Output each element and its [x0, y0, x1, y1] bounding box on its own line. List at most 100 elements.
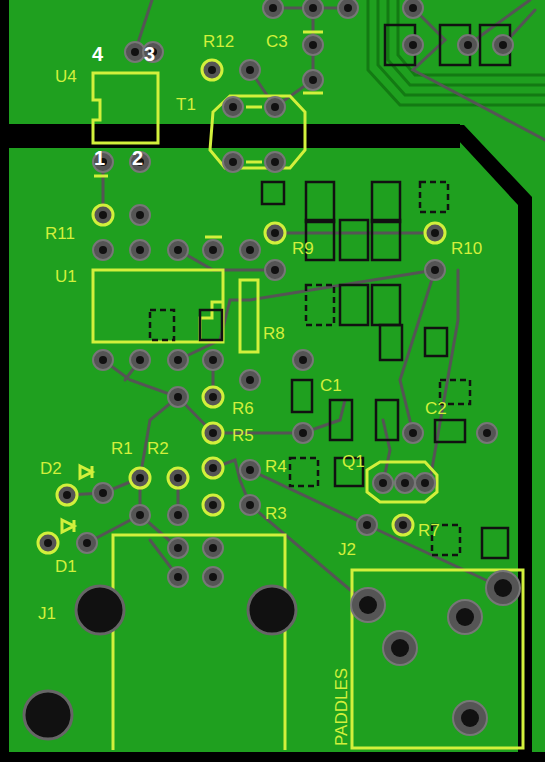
- component-label: R7: [418, 522, 440, 539]
- traces: [67, 0, 545, 605]
- pad: [458, 35, 478, 55]
- component-label: T1: [176, 96, 196, 113]
- pad: [168, 505, 188, 525]
- drill-hole: [174, 544, 182, 552]
- drill-hole: [391, 639, 409, 657]
- pad: [240, 240, 260, 260]
- pad: [57, 485, 77, 505]
- pad: [203, 387, 223, 407]
- drill-hole: [174, 511, 182, 519]
- pad: [223, 152, 243, 172]
- drill-hole: [136, 211, 144, 219]
- drill-hole: [99, 211, 107, 219]
- drill-hole: [246, 501, 254, 509]
- pad: [203, 240, 223, 260]
- pad: [383, 631, 417, 665]
- component-label: R9: [292, 240, 314, 257]
- pad: [240, 370, 260, 390]
- pad: [357, 515, 377, 535]
- fine-traces: [368, 0, 545, 105]
- pin-number: 4: [92, 44, 103, 64]
- drill-hole: [136, 246, 144, 254]
- drill-hole: [461, 709, 479, 727]
- pad: [202, 60, 222, 80]
- pad: [130, 205, 150, 225]
- drill-hole: [44, 539, 52, 547]
- pin-number: 1: [94, 148, 105, 168]
- component-label: D1: [55, 558, 77, 575]
- component-label: R1: [111, 440, 133, 457]
- pad: [303, 70, 323, 90]
- drill-hole: [359, 596, 377, 614]
- component-label: J2: [338, 541, 356, 558]
- pad: [223, 97, 243, 117]
- drill-hole: [271, 266, 279, 274]
- pad: [477, 423, 497, 443]
- pad: [240, 460, 260, 480]
- drill-hole: [174, 393, 182, 401]
- drill-hole: [494, 579, 512, 597]
- drill-hole: [499, 41, 507, 49]
- drill-hole: [131, 48, 139, 56]
- drill-hole: [409, 429, 417, 437]
- component-label: C3: [266, 33, 288, 50]
- drill-hole: [269, 4, 277, 12]
- component-label: U4: [55, 68, 77, 85]
- pad: [93, 205, 113, 225]
- through-hole-pads: [38, 0, 520, 735]
- pin-number: 2: [132, 148, 143, 168]
- pad: [293, 350, 313, 370]
- pad: [351, 588, 385, 622]
- component-label: Q1: [342, 453, 365, 470]
- pad: [415, 473, 435, 493]
- pad: [130, 468, 150, 488]
- drill-hole: [379, 479, 387, 487]
- pad: [168, 567, 188, 587]
- pad: [130, 240, 150, 260]
- drill-hole: [464, 41, 472, 49]
- drill-hole: [246, 466, 254, 474]
- drill-hole: [401, 479, 409, 487]
- pad: [486, 571, 520, 605]
- mounting-holes: [24, 586, 296, 739]
- pad: [448, 600, 482, 634]
- component-label: U1: [55, 268, 77, 285]
- drill-hole: [246, 66, 254, 74]
- pad: [203, 458, 223, 478]
- drill-hole: [136, 474, 144, 482]
- pad: [453, 701, 487, 735]
- drill-hole: [309, 41, 317, 49]
- drill-hole: [299, 356, 307, 364]
- drill-hole: [409, 41, 417, 49]
- drill-hole: [309, 76, 317, 84]
- component-label: R5: [232, 427, 254, 444]
- drill-hole: [209, 246, 217, 254]
- drill-hole: [271, 158, 279, 166]
- pad: [393, 515, 413, 535]
- pad: [203, 567, 223, 587]
- drill-hole: [229, 103, 237, 111]
- drill-hole: [99, 489, 107, 497]
- pad: [77, 533, 97, 553]
- drill-hole: [421, 479, 429, 487]
- drill-hole: [246, 246, 254, 254]
- component-label: R6: [232, 400, 254, 417]
- drill-hole: [483, 429, 491, 437]
- pin-number: 3: [144, 44, 155, 64]
- pad: [168, 240, 188, 260]
- pad: [265, 260, 285, 280]
- component-label: R8: [263, 325, 285, 342]
- pad: [240, 495, 260, 515]
- pad: [265, 97, 285, 117]
- drill-hole: [209, 429, 217, 437]
- drill-hole: [209, 501, 217, 509]
- drill-hole: [271, 229, 279, 237]
- pad: [265, 223, 285, 243]
- drill-hole: [299, 429, 307, 437]
- smd-pads: [150, 25, 510, 558]
- drill-hole: [174, 356, 182, 364]
- component-label: PADDLES: [333, 668, 350, 746]
